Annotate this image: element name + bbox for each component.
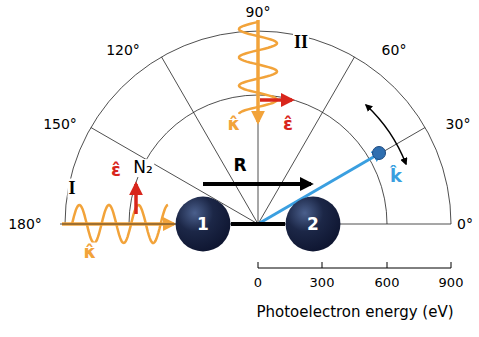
axis-tick (451, 262, 452, 268)
axis-tick (387, 262, 388, 268)
molecular-bond (231, 222, 285, 226)
propagation-label: κ̂ (227, 115, 242, 134)
angle-label: 30° (445, 117, 472, 132)
energy-axis (258, 262, 451, 268)
grid-ray (91, 128, 258, 225)
polarization-label: ε̂ (282, 115, 294, 134)
grid-ray (258, 128, 425, 225)
axis-title: Photoelectron energy (eV) (255, 305, 454, 321)
geometry-label: I (67, 179, 76, 198)
axis-tick-label: 900 (438, 276, 465, 290)
polarization-arrow (134, 184, 138, 214)
momentum-label: k̂ (389, 167, 403, 186)
axis-line (258, 268, 451, 269)
rotation-arrow (366, 105, 406, 164)
axis-tick-label: 300 (309, 276, 336, 290)
propagation-arrow (256, 20, 260, 122)
polarization-label: ε̂ (110, 161, 122, 180)
angle-label: 150° (42, 117, 78, 132)
axis-tick (258, 262, 259, 268)
r-vector (203, 182, 311, 186)
axis-tick-label: 0 (253, 276, 263, 290)
angle-label: 90° (245, 5, 272, 20)
atom-circle: 1 (175, 196, 231, 252)
angle-label: 60° (381, 43, 408, 58)
propagation-label: κ̂ (83, 243, 98, 262)
atom-number: 2 (285, 196, 341, 252)
axis-tick (322, 262, 323, 268)
atom-circle: 2 (285, 196, 341, 252)
molecule-label: N₂ (132, 159, 154, 177)
electron-ball (373, 147, 386, 160)
angle-label: 0° (456, 217, 474, 232)
axis-tick-label: 600 (374, 276, 401, 290)
vector-label: R (232, 157, 247, 175)
polarization-arrow (260, 98, 292, 102)
geometry-label: II (293, 33, 309, 52)
atom-number: 1 (175, 196, 231, 252)
light-waves (62, 20, 277, 243)
angle-label: 120° (105, 43, 141, 58)
angle-label: 180° (7, 217, 43, 232)
baseline (60, 224, 451, 225)
